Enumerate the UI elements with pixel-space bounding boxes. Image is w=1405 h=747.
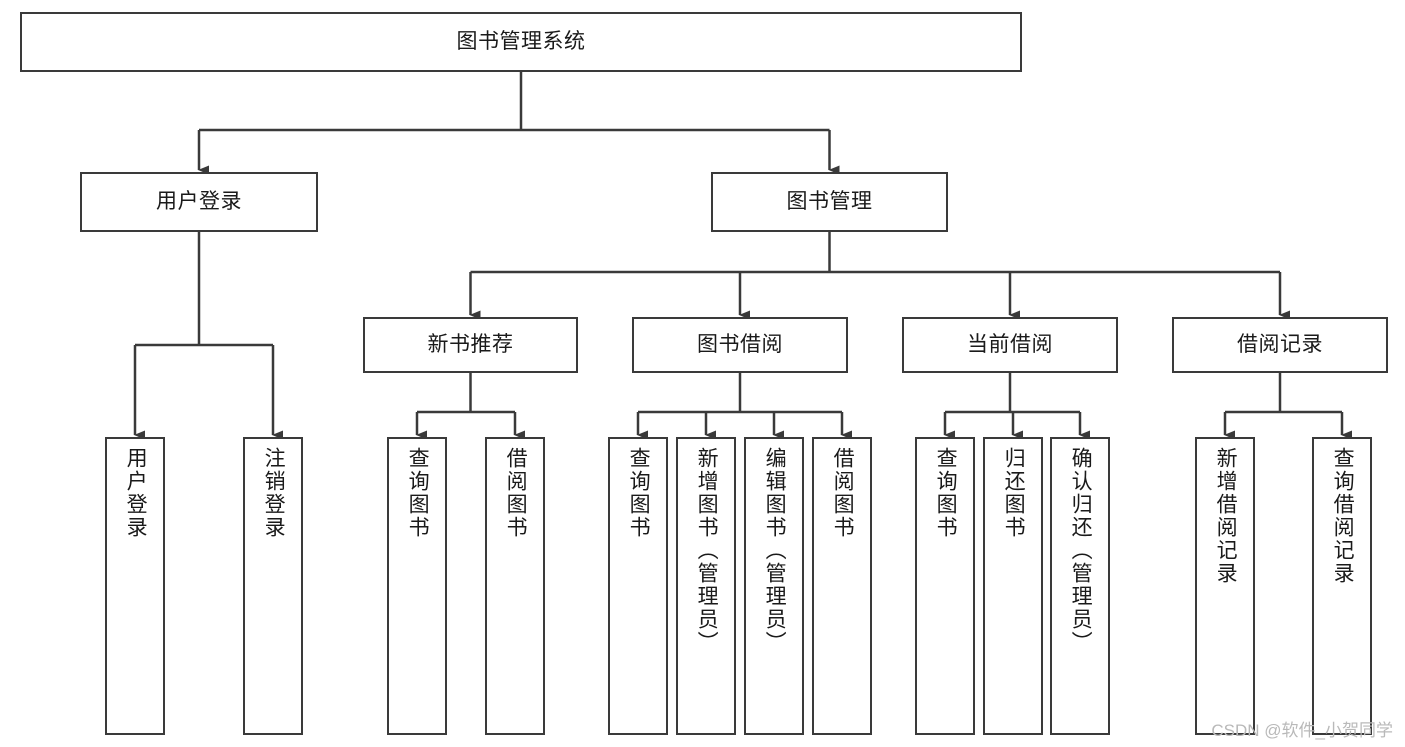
node-root[interactable]: 图书管理系统 <box>20 12 1022 72</box>
node-label: 归还图书 <box>1002 447 1026 539</box>
node-label: 新书推荐 <box>427 333 514 357</box>
node-label: 查询图书 <box>406 447 430 539</box>
node-leaf-query-book-rec[interactable]: 查询图书 <box>387 437 447 735</box>
node-label: 编辑图书（管理员） <box>763 447 787 654</box>
node-user-login[interactable]: 用户登录 <box>80 172 318 232</box>
node-label: 图书管理 <box>786 190 873 214</box>
node-leaf-add-book-admin[interactable]: 新增图书（管理员） <box>676 437 736 735</box>
node-label: 查询图书 <box>627 447 651 539</box>
node-leaf-borrow-book-rec[interactable]: 借阅图书 <box>485 437 545 735</box>
node-label: 确认归还（管理员） <box>1069 447 1093 654</box>
node-leaf-query-book-current[interactable]: 查询图书 <box>915 437 975 735</box>
node-book-borrow[interactable]: 图书借阅 <box>632 317 848 373</box>
node-label: 借阅图书 <box>831 447 855 539</box>
node-label: 新增图书（管理员） <box>695 447 719 654</box>
node-leaf-confirm-return-admin[interactable]: 确认归还（管理员） <box>1050 437 1110 735</box>
node-label: 查询图书 <box>934 447 958 539</box>
node-current-borrow[interactable]: 当前借阅 <box>902 317 1118 373</box>
node-leaf-borrow-book[interactable]: 借阅图书 <box>812 437 872 735</box>
node-new-book-recommend[interactable]: 新书推荐 <box>363 317 578 373</box>
node-leaf-query-borrow-record[interactable]: 查询借阅记录 <box>1312 437 1372 735</box>
node-label: 用户登录 <box>124 447 148 539</box>
node-leaf-logout-login[interactable]: 注销登录 <box>243 437 303 735</box>
node-label: 图书管理系统 <box>456 30 586 54</box>
node-label: 注销登录 <box>262 447 286 539</box>
node-leaf-user-login[interactable]: 用户登录 <box>105 437 165 735</box>
node-label: 图书借阅 <box>697 333 783 357</box>
node-label: 借阅记录 <box>1237 333 1323 357</box>
node-leaf-edit-book-admin[interactable]: 编辑图书（管理员） <box>744 437 804 735</box>
node-leaf-query-book-borrow[interactable]: 查询图书 <box>608 437 668 735</box>
node-borrow-record[interactable]: 借阅记录 <box>1172 317 1388 373</box>
node-label: 当前借阅 <box>967 333 1053 357</box>
node-leaf-add-borrow-record[interactable]: 新增借阅记录 <box>1195 437 1255 735</box>
node-label: 借阅图书 <box>504 447 528 539</box>
node-book-manage[interactable]: 图书管理 <box>711 172 948 232</box>
node-leaf-return-book[interactable]: 归还图书 <box>983 437 1043 735</box>
node-label: 新增借阅记录 <box>1214 447 1238 585</box>
node-label: 查询借阅记录 <box>1331 447 1355 585</box>
node-label: 用户登录 <box>156 190 242 214</box>
